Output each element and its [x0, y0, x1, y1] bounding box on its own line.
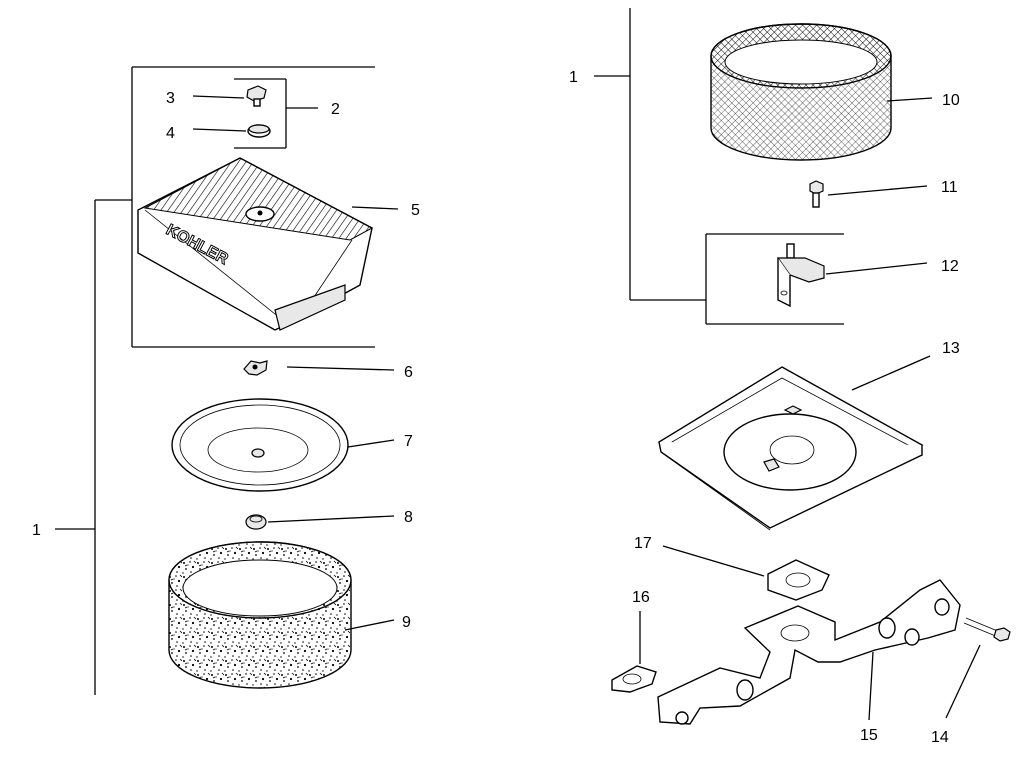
- part-13-base-plate: [657, 355, 931, 531]
- part-5-air-cleaner-cover: KOHLER: [137, 157, 399, 331]
- part-12-mounting-bracket: [776, 243, 928, 308]
- part-11-bolt: [809, 180, 928, 208]
- label-part-4: 4: [166, 125, 175, 142]
- part-6-wing-nut: [243, 360, 395, 376]
- label-part-14: 14: [931, 729, 949, 746]
- label-part-9: 9: [402, 614, 411, 631]
- part-3-wing-nut: [192, 85, 267, 107]
- part-4-seal-washer: [192, 124, 271, 138]
- label-part-8: 8: [404, 509, 413, 526]
- label-part-3: 3: [166, 90, 175, 107]
- label-part-11: 11: [941, 179, 958, 196]
- label-part-2: 2: [331, 101, 340, 118]
- label-part-16: 16: [632, 589, 650, 606]
- right-assembly-bracket: [594, 8, 844, 325]
- label-right-group: 1: [569, 69, 578, 86]
- part-10-paper-element: [710, 23, 933, 161]
- part-16-elbow-gasket: [611, 611, 657, 693]
- part-14-bolt: [945, 617, 1011, 719]
- label-part-7: 7: [404, 433, 413, 450]
- label-part-12: 12: [941, 258, 959, 275]
- part-2-bracket: [234, 78, 318, 149]
- label-part-13: 13: [942, 340, 960, 357]
- label-part-17: 17: [634, 535, 652, 552]
- label-part-10: 10: [942, 92, 960, 109]
- label-left-group: 1: [32, 522, 41, 539]
- part-9-precleaner-foam: [168, 541, 395, 689]
- part-8-nut: [245, 514, 395, 530]
- label-part-15: 15: [860, 727, 878, 744]
- part-15-intake-elbow: [657, 579, 961, 725]
- label-part-6: 6: [404, 364, 413, 381]
- left-assembly-bracket: [55, 66, 375, 695]
- part-7-element-cover: [171, 398, 395, 492]
- label-part-5: 5: [411, 202, 420, 219]
- part-17-gasket: [662, 545, 830, 601]
